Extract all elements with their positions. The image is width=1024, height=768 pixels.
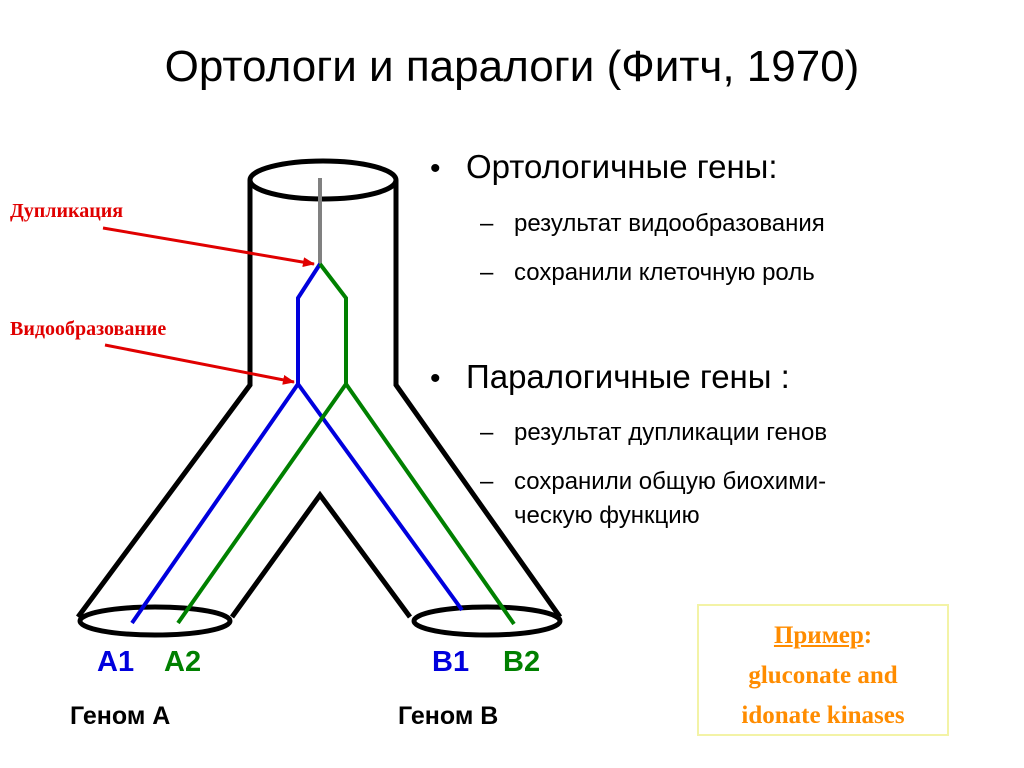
genome-b-label: Геном В xyxy=(398,702,499,730)
orthologs-item: – сохранили клеточную роль xyxy=(480,259,1020,287)
genome-b-ellipse xyxy=(411,604,563,638)
orthologs-bullet: • Ортологичные гены: xyxy=(430,148,1020,186)
paralogs-item-text: результат дупликации генов xyxy=(514,419,828,446)
orthologs-item: – результат видообразования xyxy=(480,210,1020,238)
root-ellipse xyxy=(247,158,399,202)
paralogs-item-text: ческую функцию xyxy=(514,502,700,529)
tube-outline-left xyxy=(75,180,253,619)
orthologs-item-text: результат видообразования xyxy=(514,210,825,237)
bullet-dot-icon: • xyxy=(430,152,441,185)
example-colon: : xyxy=(863,622,873,649)
duplication-arrow xyxy=(102,226,315,268)
orthologs-item-text: сохранили клеточную роль xyxy=(514,259,815,286)
gene-b1-label: B1 xyxy=(432,646,470,678)
paralogs-bullet: • Паралогичные гены : xyxy=(430,358,1020,396)
paralogs-heading: Паралогичные гены : xyxy=(466,358,790,395)
paralog-green-branch xyxy=(176,382,348,625)
species-tree-outline xyxy=(75,158,563,638)
paralogs-item-continuation: ческую функцию xyxy=(480,502,1020,530)
genome-a-ellipse xyxy=(77,604,233,638)
dash-icon: – xyxy=(480,210,494,237)
paralogs-item-text: сохранили общую биохими- xyxy=(514,468,827,495)
duplication-label: Дупликация xyxy=(10,200,124,222)
bullet-list: • Ортологичные гены: – результат видообр… xyxy=(430,148,1020,530)
tube-outline-inner xyxy=(229,490,413,619)
example-line-1: gluconate and xyxy=(748,662,898,689)
speciation-label: Видообразование xyxy=(10,318,167,340)
example-line-2: idonate kinases xyxy=(741,702,905,729)
orthologs-heading: Ортологичные гены: xyxy=(466,148,778,185)
paralogs-item: – результат дупликации генов xyxy=(480,419,1020,447)
genome-a-label: Геном А xyxy=(70,702,171,730)
example-heading: Пример: xyxy=(699,616,947,656)
slide-title: Ортологи и паралоги (Фитч, 1970) xyxy=(164,42,860,91)
bullet-dot-icon: • xyxy=(430,362,441,395)
speciation-arrow xyxy=(104,343,295,385)
gene-a1-label: A1 xyxy=(97,646,135,678)
dash-icon: – xyxy=(480,468,494,495)
tube-outline-right xyxy=(393,180,563,619)
example-label: Пример xyxy=(773,622,864,649)
dash-icon: – xyxy=(480,259,494,286)
paralog-blue-line xyxy=(130,262,322,625)
example-box: Пример: gluconate and idonate kinases xyxy=(697,604,949,736)
dash-icon: – xyxy=(480,419,494,446)
gene-b2-label: B2 xyxy=(503,646,541,678)
paralog-blue-branch xyxy=(296,382,464,612)
gene-a2-label: A2 xyxy=(164,646,202,678)
paralogs-item: – сохранили общую биохими- xyxy=(480,468,1020,496)
paralog-green-line xyxy=(318,262,516,626)
